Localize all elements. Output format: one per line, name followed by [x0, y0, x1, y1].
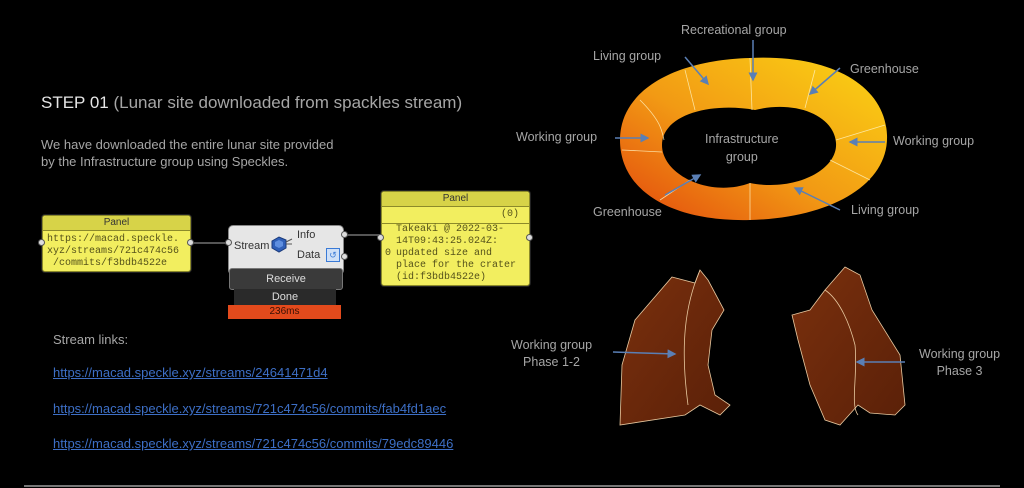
working-group-phases — [619, 266, 906, 426]
panel-line: updated size and — [396, 248, 493, 259]
wire — [193, 242, 229, 244]
receive-button[interactable]: Receive — [229, 268, 343, 290]
stream-link[interactable]: https://macad.speckle.xyz/streams/246414… — [53, 365, 328, 380]
output-panel-out-port[interactable] — [526, 234, 533, 241]
label-phase-1-2: Working group Phase 1-2 — [511, 337, 592, 371]
stream-in-port[interactable] — [225, 239, 232, 246]
label-infrastructure-group: Infrastructure group — [705, 130, 779, 166]
stream-link[interactable]: https://macad.speckle.xyz/streams/721c47… — [53, 401, 447, 416]
step-subtitle: (Lunar site downloaded from spackles str… — [108, 93, 463, 112]
status-label: Done — [234, 289, 336, 305]
panel-index: 0 — [385, 248, 392, 259]
label-living-group-top: Living group — [593, 49, 662, 63]
arrow-icons — [615, 40, 885, 211]
phase-divider — [683, 269, 701, 406]
description-line: We have downloaded the entire lunar site… — [41, 137, 334, 152]
bottom-divider — [24, 485, 1000, 487]
output-panel-in-port[interactable] — [377, 234, 384, 241]
phase-arrows — [612, 349, 905, 367]
panel-path: (0) — [382, 207, 529, 224]
input-panel-in-port[interactable] — [38, 239, 45, 246]
panel-content: https://macad.speckle. xyz/streams/721c4… — [43, 231, 190, 273]
label-working-group-left: Working group — [516, 130, 598, 144]
label-working-group-right: Working group — [893, 134, 975, 148]
label-living-group-bottom: Living group — [851, 203, 920, 217]
description-line: by the Infrastructure group using Speckl… — [41, 154, 289, 169]
panel-header: Panel — [382, 192, 529, 207]
step-number: STEP 01 — [41, 93, 109, 112]
panel-lines: Takeaki @ 2022-03- 14T09:43:25.024Z: upd… — [396, 224, 516, 284]
ring-divisions — [621, 57, 886, 220]
info-output-label: Info — [297, 229, 316, 241]
phase-divider — [824, 289, 859, 416]
panel-line: /commits/f3bdb4522e — [53, 258, 168, 269]
output-panel[interactable]: Panel (0) 0 Takeaki @ 2022-03- 14T09:43:… — [381, 191, 530, 286]
label-line: Working group — [511, 338, 593, 352]
panel-line: xyz/streams/721c474c56 — [47, 246, 180, 257]
data-param-icon: ↺ — [326, 248, 340, 262]
label-line: Phase 1-2 — [523, 355, 581, 369]
panel-content: (0) 0 Takeaki @ 2022-03- 14T09:43:25.024… — [382, 207, 529, 283]
stream-input-label: Stream — [234, 240, 270, 252]
label-line: Infrastructure — [705, 132, 779, 146]
input-panel[interactable]: Panel https://macad.speckle. xyz/streams… — [42, 215, 191, 272]
panel-line: https://macad.speckle. — [47, 234, 180, 245]
arrow-icon — [612, 349, 677, 359]
data-out-port[interactable] — [341, 253, 348, 260]
timing-badge: 236ms — [228, 305, 341, 319]
label-recreational-group: Recreational group — [681, 23, 787, 37]
step-description: We have downloaded the entire lunar site… — [41, 136, 381, 170]
panel-line: place for the crater — [396, 260, 517, 271]
stream-link[interactable]: https://macad.speckle.xyz/streams/721c47… — [53, 436, 454, 451]
panel-line: 14T09:43:25.024Z: — [396, 236, 499, 247]
label-greenhouse-top: Greenhouse — [850, 62, 919, 76]
lunar-site-ring — [620, 57, 888, 221]
ring-shape — [620, 57, 888, 221]
label-greenhouse-bottom: Greenhouse — [593, 205, 662, 219]
ring-annotation-arrows — [615, 40, 885, 211]
panel-line: Takeaki @ 2022-03- — [396, 224, 505, 235]
label-line: group — [725, 150, 758, 164]
label-line: Phase 3 — [936, 364, 983, 378]
speckle-receive-icon — [271, 236, 293, 253]
wire — [347, 234, 380, 236]
panel-line: (id:f3bdb4522e) — [396, 272, 487, 283]
panel-header: Panel — [43, 216, 190, 231]
data-output-label: Data — [297, 249, 321, 261]
stream-links-label: Stream links: — [53, 332, 129, 347]
phase-1-2-shape — [619, 269, 731, 426]
label-phase-3: Working group Phase 3 — [919, 346, 1000, 380]
label-line: Working group — [919, 347, 1001, 361]
step-title: STEP 01 (Lunar site downloaded from spac… — [41, 93, 462, 113]
phase-3-shape — [791, 266, 906, 426]
